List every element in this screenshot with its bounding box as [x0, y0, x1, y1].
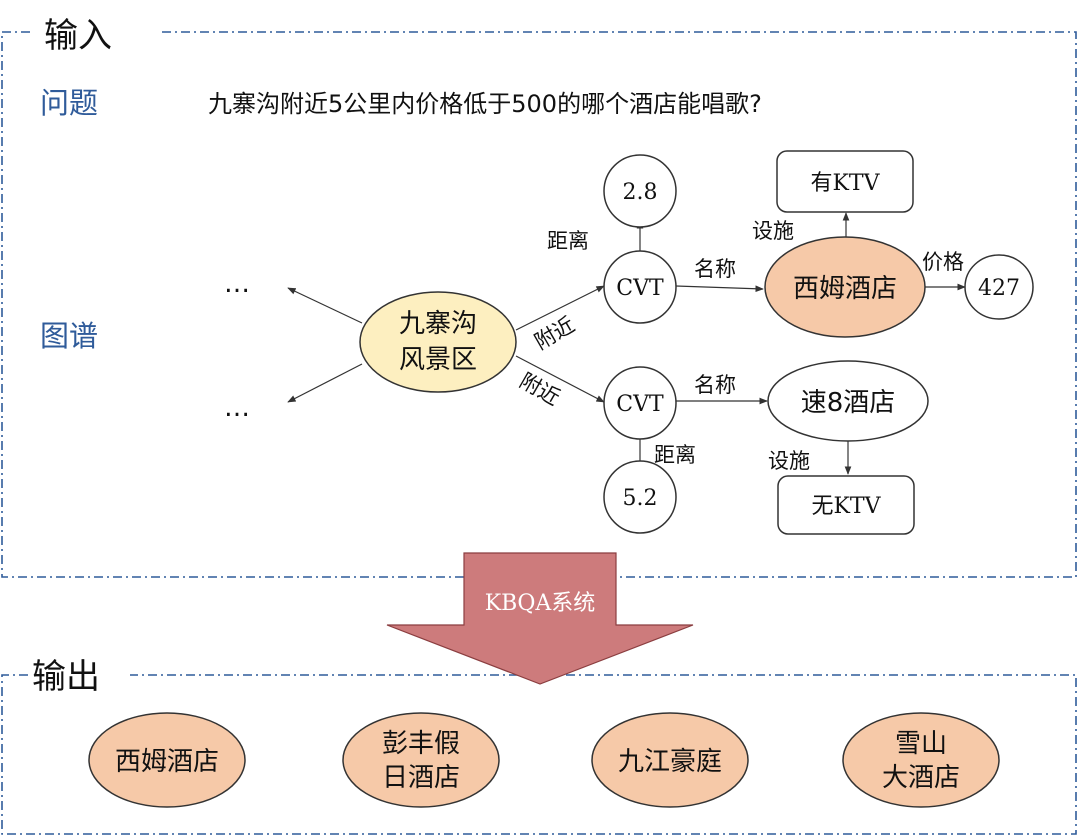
price-value: 427	[978, 276, 1020, 301]
facility-bottom-label: 无KTV	[812, 494, 882, 519]
center-line1: 九寨沟	[399, 309, 477, 339]
edge-cvt-top-to-hotel	[675, 285, 764, 293]
edge-center-to-ellipsis-top	[287, 287, 363, 324]
edge-center-to-cvt-top	[515, 285, 605, 331]
edge-label-name-bottom: 名称	[694, 373, 736, 397]
edge-label-distance-bottom: 距离	[654, 443, 696, 467]
node-price: 427	[964, 254, 1034, 320]
output-frame	[1, 674, 1077, 835]
graph-label: 图谱	[40, 319, 98, 353]
ellipsis-bottom: …	[224, 393, 250, 423]
kbqa-system-label: KBQA系统	[485, 591, 596, 616]
result-3-line1: 九江豪庭	[618, 747, 722, 777]
question-text: 九寨沟附近5公里内价格低于500的哪个酒店能唱歌?	[208, 90, 762, 118]
result-1-line1: 西姆酒店	[115, 747, 219, 777]
result-4-line2: 大酒店	[882, 763, 960, 793]
hotel-bottom-label: 速8酒店	[801, 388, 896, 418]
node-cvt-bottom: CVT	[603, 366, 677, 440]
input-title: 输入	[44, 16, 112, 56]
node-facility-bottom: 无KTV	[777, 475, 915, 535]
node-hotel-top: 西姆酒店	[764, 236, 926, 338]
hotel-top-label: 西姆酒店	[793, 274, 897, 304]
cvt-top-label: CVT	[616, 276, 664, 301]
question-label: 问题	[40, 86, 98, 120]
edge-label-facility-bottom: 设施	[768, 449, 810, 473]
result-item-3: 九江豪庭	[591, 712, 749, 808]
ellipsis-top: …	[224, 269, 250, 299]
node-cvt-top: CVT	[603, 250, 677, 324]
node-hotel-bottom: 速8酒店	[767, 360, 929, 442]
edge-center-to-cvt-bottom	[515, 355, 605, 403]
edge-label-name-top: 名称	[694, 257, 736, 281]
edge-label-nearby-bottom: 附近	[516, 369, 564, 411]
kbqa-system-arrow: KBQA系统	[386, 552, 694, 685]
distance-bottom-value: 5.2	[623, 486, 658, 511]
facility-top-label: 有KTV	[811, 171, 881, 196]
center-line2: 风景区	[399, 345, 477, 375]
node-distance-top: 2.8	[603, 154, 677, 228]
graph-edges	[287, 212, 966, 475]
result-item-1: 西姆酒店	[88, 712, 246, 808]
edge-center-to-ellipsis-bottom	[287, 363, 363, 403]
edge-label-facility-top: 设施	[752, 219, 794, 243]
distance-top-value: 2.8	[623, 180, 658, 205]
result-2-line2: 日酒店	[382, 763, 460, 793]
result-item-4: 雪山 大酒店	[842, 712, 1000, 808]
edge-label-distance-top: 距离	[547, 229, 589, 253]
edge-label-price: 价格	[922, 250, 964, 274]
node-center: 九寨沟 风景区	[359, 291, 517, 393]
result-item-2: 彭丰假 日酒店	[342, 712, 500, 808]
result-4-line1: 雪山	[895, 729, 947, 759]
node-facility-top: 有KTV	[776, 150, 914, 213]
node-distance-bottom: 5.2	[603, 460, 677, 534]
result-2-line1: 彭丰假	[382, 729, 460, 759]
output-title: 输出	[32, 657, 100, 697]
cvt-bottom-label: CVT	[616, 392, 664, 417]
